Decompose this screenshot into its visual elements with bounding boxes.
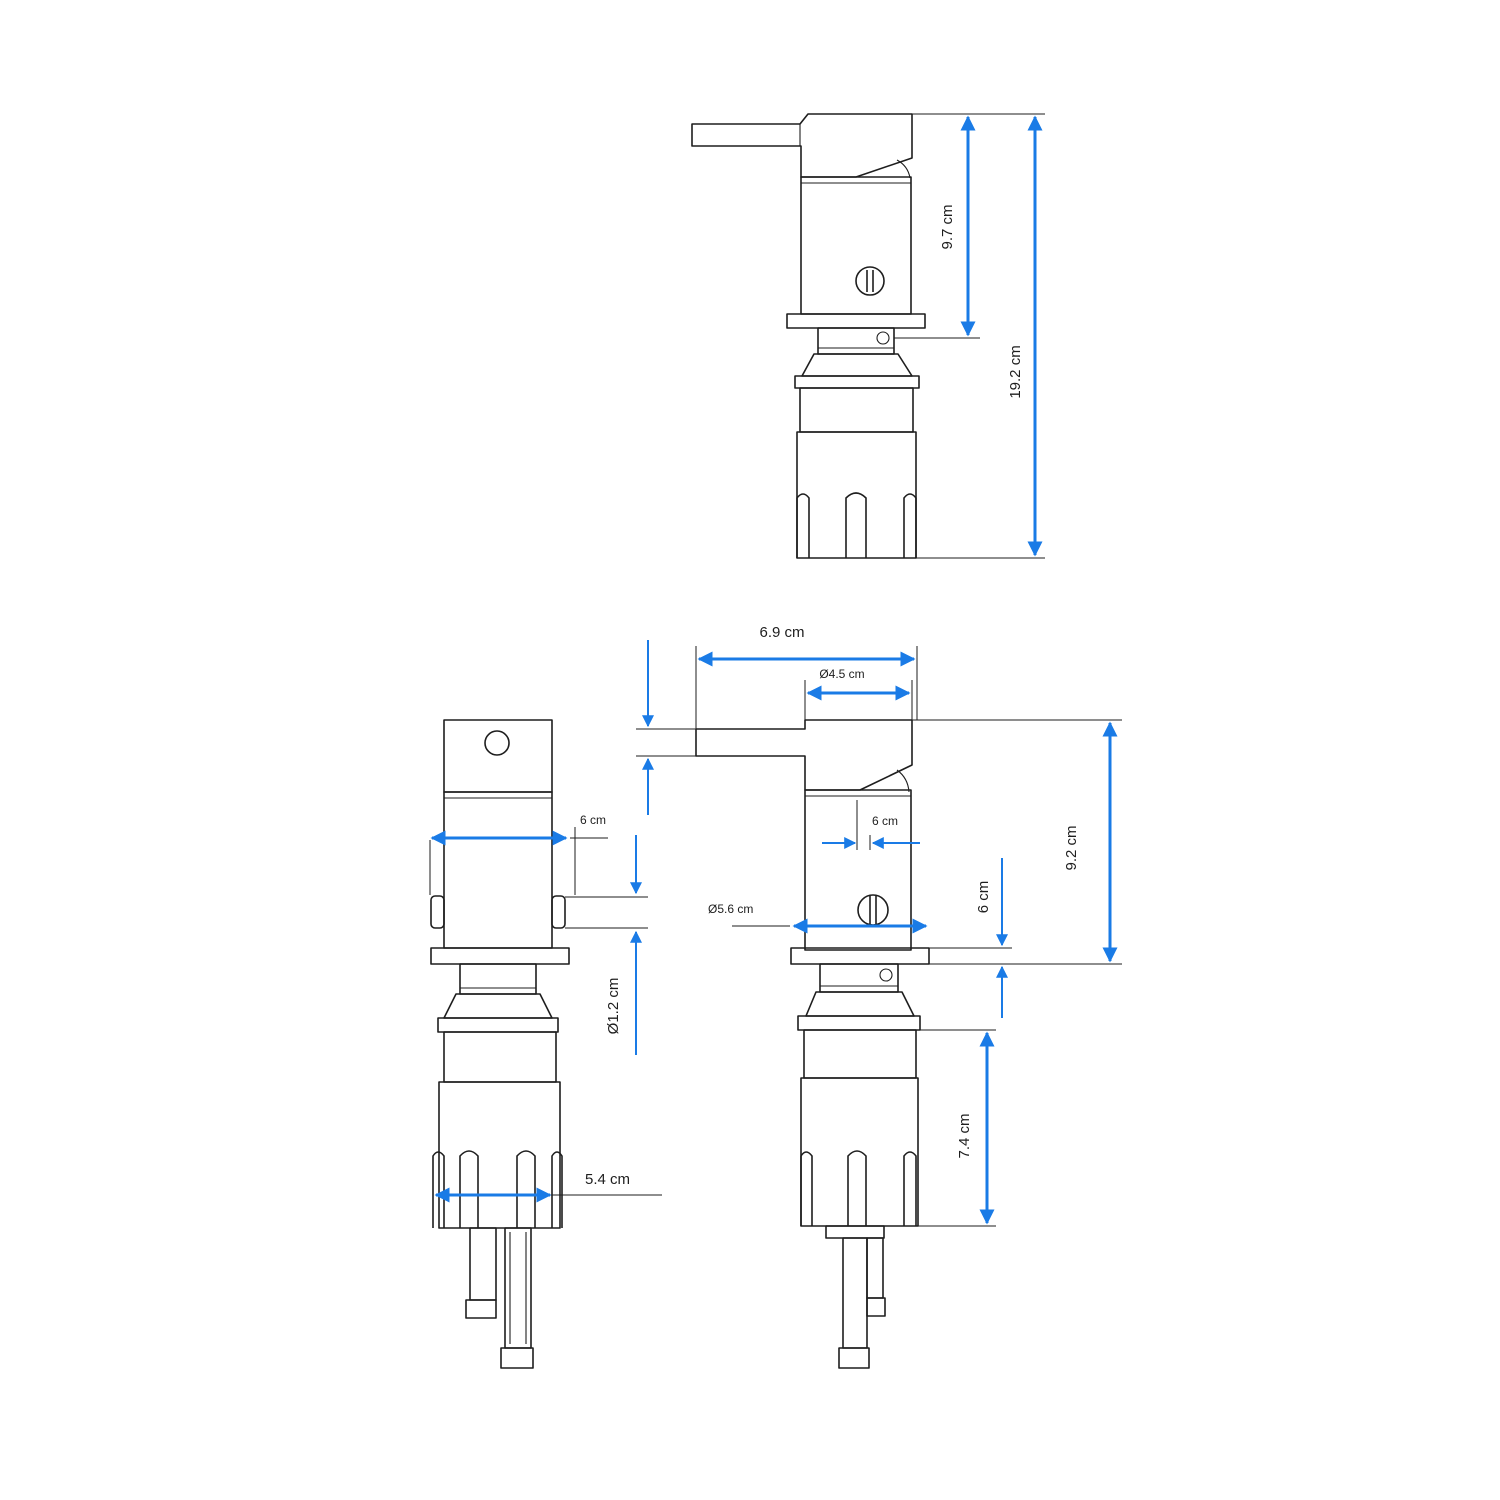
label-top-total: 19.2 cm: [1007, 345, 1024, 398]
label-overall-width: 6.9 cm: [759, 624, 804, 641]
side-extension-lines: [636, 646, 1122, 1227]
cartridge-body: [800, 176, 912, 315]
lever-handle: [691, 113, 913, 178]
pipe-right: [504, 1227, 532, 1349]
top-side-view: [691, 113, 926, 559]
side-knob-left: [430, 895, 445, 929]
label-knob-offset: 6 cm: [872, 814, 898, 828]
label-plate-thickness: 6 cm: [975, 881, 992, 914]
side-body: [804, 789, 912, 951]
label-body-height: 9.2 cm: [1063, 825, 1080, 870]
front-extension-lines: [429, 827, 662, 1196]
base-plate: [786, 313, 926, 329]
label-lower-height: 7.4 cm: [956, 1113, 973, 1158]
pipe-left: [469, 1227, 497, 1301]
flange: [801, 353, 913, 377]
side-lever: [695, 719, 913, 791]
side-view: [695, 719, 930, 1369]
side-pipe-back: [866, 1237, 884, 1299]
front-base-plate: [430, 947, 570, 965]
label-foot-width: 5.4 cm: [585, 1171, 630, 1188]
front-body: [443, 791, 553, 949]
side-knob-icon: [857, 894, 889, 926]
label-ring-diameter: Ø1.2 cm: [605, 978, 622, 1035]
side-pipe-front: [842, 1237, 868, 1349]
label-base-plate-diameter: Ø5.6 cm: [708, 902, 753, 916]
label-top-body: 9.7 cm: [939, 204, 956, 249]
label-handle-gap-front: 6 cm: [580, 813, 606, 827]
handle-hole: [484, 730, 510, 756]
knob-icon: [855, 266, 885, 296]
label-body-diameter: Ø4.5 cm: [819, 667, 864, 681]
lower-body: [799, 387, 914, 433]
side-knob-right: [551, 895, 566, 929]
top-extension-lines: [894, 113, 1045, 559]
front-view: [430, 719, 570, 1369]
